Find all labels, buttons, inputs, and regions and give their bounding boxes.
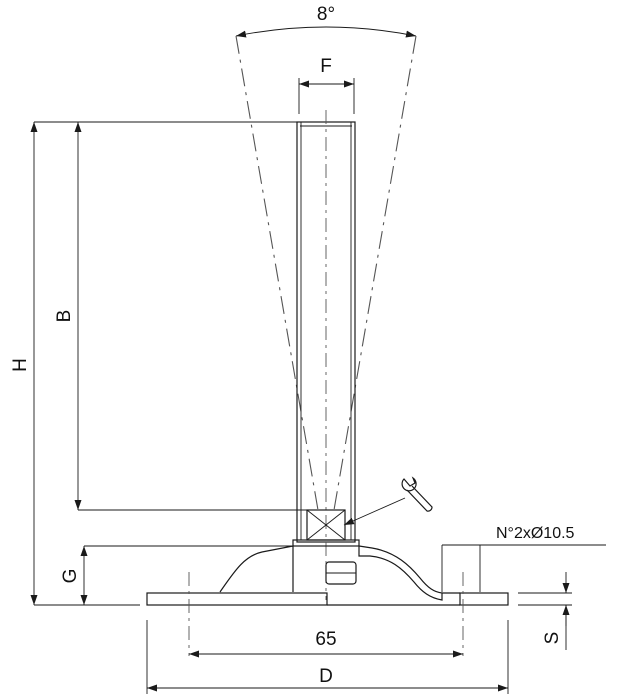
thread-length-b-dimension: B [54, 122, 307, 511]
hole-spacing-label: 65 [315, 629, 336, 650]
h-label: H [10, 358, 31, 372]
b-label: B [54, 310, 75, 323]
d-label: D [319, 666, 333, 687]
holes-note: N°2xØ10.5 [496, 525, 575, 542]
holes-callout: N°2xØ10.5 [441, 525, 606, 592]
g-label: G [60, 569, 81, 584]
threaded-stem [292, 110, 360, 600]
g-dimension: G [60, 545, 293, 605]
s-label: S [542, 632, 563, 645]
diameter-d-dimension: D [146, 620, 509, 694]
height-h-dimension: H [10, 121, 297, 606]
thread-diameter-dimension: F [298, 56, 355, 114]
s-dimension: S [518, 572, 572, 650]
hex-nut [325, 561, 357, 585]
base-plate [146, 545, 509, 656]
wrench-icon [343, 476, 433, 526]
tilt-angle-dimension: 8° [235, 4, 417, 511]
angle-label: 8° [317, 4, 335, 25]
f-label: F [320, 56, 332, 77]
hole-spacing-dimension: 65 [189, 629, 463, 658]
